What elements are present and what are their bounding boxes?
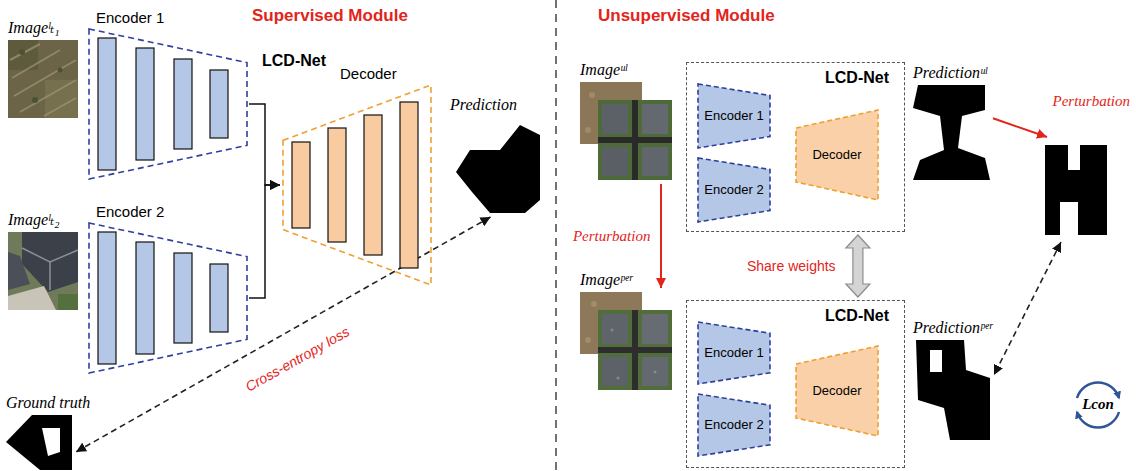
block-label: Encoder 2 [704,183,763,198]
layer-bar [292,142,310,228]
encoder-block: Encoder 1 [88,28,248,180]
layer-bar [328,128,346,242]
block-label: Encoder 1 [704,346,763,361]
prediction-per-mask-image [913,340,990,440]
layer-bar [174,59,192,149]
trapezoid-outline [89,223,247,373]
layer-bar [210,70,228,138]
network-name: LCD-Net [825,307,889,325]
module-title: Unsupervised Module [598,6,775,26]
perturbed-image-panel: Imageᵖᵉʳ [580,292,672,390]
encoder-block: Encoder 1 [697,321,771,385]
layer-bar [210,264,228,332]
panel-heading: Imageˡₜ₁ [8,19,60,37]
panel-heading: Predictionᵖᵉʳ [913,319,992,337]
prediction-mask: Predictionᵖᵉʳ [913,340,990,440]
perturbation-arrow [993,118,1047,137]
prediction-ul-mask-image [913,85,990,180]
encoder-block: Encoder 2 [88,222,248,374]
panel-heading: Prediction [450,96,517,114]
decoder-block: Decoder [795,109,879,201]
module-divider [555,0,557,471]
decoder-block: Decoder [795,345,879,437]
block-outline [88,222,248,374]
network-name: LCD-Net [825,69,889,87]
layer-bar [364,115,382,255]
decoder-block: Decoder [282,84,432,286]
layer-bar [400,102,418,268]
layer-bar [98,232,116,364]
network-name: LCD-Net [262,52,326,70]
perturbed-image-pair [580,292,672,390]
trapezoid-outline [283,85,431,285]
loss-arrow [76,217,491,452]
perturbed-prediction-mask: Perturbation [1040,140,1110,238]
layer-bar [136,48,154,160]
feature-flow-arrow [249,104,280,185]
block-label: Encoder 1 [704,109,763,124]
unlabelled-image-pair [580,82,672,180]
trapezoid-outline [698,158,770,222]
satellite-image-t1 [8,40,78,118]
panel-heading: Imageˡₜ₂ [8,211,60,229]
block-label: Decoder [812,384,861,399]
encoder-block: Encoder 2 [697,157,771,223]
panel-heading: Encoder 2 [96,203,164,220]
satellite-image-panel: Imageˡₜ₂ [8,232,78,310]
block-label: Encoder 2 [704,418,763,433]
panel-heading: Imageᵖᵉʳ [580,271,632,289]
unlabelled-image-panel: Imageᵘˡ [580,82,672,180]
panel-heading: Predictionᵘˡ [913,64,987,82]
panel-heading: Perturbation [1053,93,1131,110]
network-box: LCD-NetEncoder 1 Encoder 2 Decoder [686,300,905,468]
edge-label: Share weights [745,258,838,274]
trapezoid-outline [698,394,770,456]
edge-label: Cross-entropy loss [240,322,353,395]
perturbation-arrow [660,184,662,288]
layer-bar [98,38,116,170]
layer-bar [136,242,154,354]
share-weights-arrow [846,235,870,297]
network-box: LCD-NetEncoder 1 Encoder 2 Decoder [686,62,905,232]
encoder-block: Encoder 2 [697,393,771,457]
satellite-image-t2 [8,232,78,310]
loss-symbol: Lcon [1082,396,1114,413]
trapezoid-outline [796,346,878,436]
encoder-block: Encoder 1 [697,83,771,149]
trapezoid-outline [796,110,878,200]
consistency-cycle-symbol [1077,383,1119,428]
panel-heading: Ground truth [6,394,90,412]
block-outline [88,28,248,180]
trapezoid-outline [698,84,770,148]
panel-heading: Imageᵘˡ [580,61,627,79]
block-label: Decoder [812,148,861,163]
panel-heading: Decoder [340,65,397,82]
feature-flow-arrow [249,185,280,298]
ground-truth-mask-image [6,415,72,470]
module-title: Supervised Module [252,6,408,26]
prediction-mask-image [450,118,540,213]
satellite-image-panel: Imageˡₜ₁ [8,40,78,118]
ground-truth-mask: Ground truth [6,415,72,470]
edge-label: Perturbation [571,228,653,245]
prediction-mask: Predictionᵘˡ [913,85,990,180]
trapezoid-outline [698,322,770,384]
consistency-loss-arrow [994,242,1061,375]
trapezoid-outline [89,29,247,179]
block-outline [282,84,432,286]
perturbed-prediction-mask-image [1040,140,1110,238]
prediction-mask: Prediction [450,118,540,213]
panel-heading: Encoder 1 [96,9,164,26]
layer-bar [174,253,192,343]
